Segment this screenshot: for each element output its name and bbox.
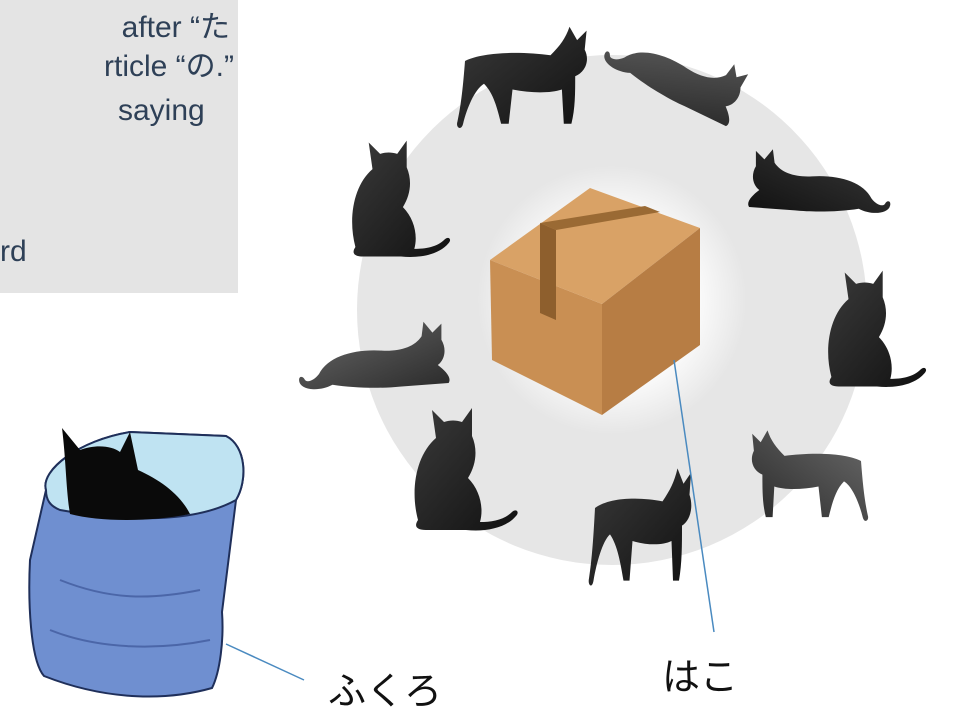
text-line-5: rd bbox=[0, 235, 27, 268]
box-label: はこ bbox=[662, 655, 739, 699]
text-line-3: saying bbox=[118, 94, 205, 127]
text-line-2: rticle “の.” bbox=[104, 50, 234, 83]
cardboard-box-icon bbox=[490, 188, 700, 415]
paper-bag-icon bbox=[28, 428, 245, 698]
bag-label: ふくろ bbox=[328, 669, 443, 713]
text-line-1: after “た bbox=[121, 11, 230, 44]
cat-silhouette-icon bbox=[748, 149, 891, 213]
instruction-text-box: after “た rticle “の.” saying rd bbox=[0, 0, 238, 293]
box-leader-line bbox=[673, 359, 715, 633]
bag-leader-line bbox=[225, 643, 305, 681]
